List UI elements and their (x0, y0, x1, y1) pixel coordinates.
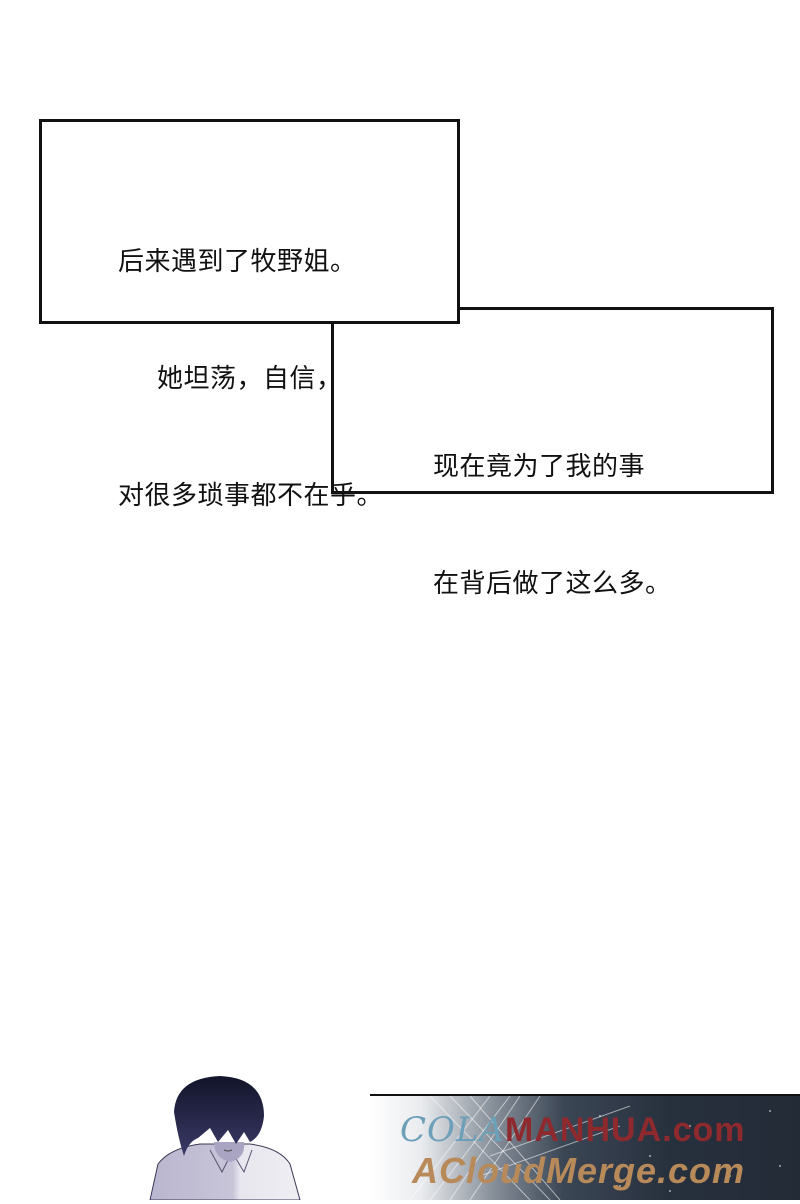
caption-box-1: 后来遇到了牧野姐。 她坦荡，自信， 对很多琐事都不在乎。 (39, 119, 460, 511)
caption-1-line-1: 后来遇到了牧野姐。 (118, 247, 357, 277)
caption-1-line-3: 对很多琐事都不在乎。 (118, 481, 384, 511)
bottom-panel: COLAMANHUA.com ACloudMerge.com (370, 1096, 800, 1200)
watermark-colamanhua: COLAMANHUA.com (400, 1110, 745, 1150)
caption-box-2: 现在竟为了我的事 在背后做了这么多。 (331, 307, 774, 599)
caption-2-line-2: 在背后做了这么多。 (433, 569, 672, 599)
watermark-acloudmerge: ACloudMerge.com (412, 1150, 746, 1191)
character-illustration (140, 1072, 320, 1201)
caption-text-1: 后来遇到了牧野姐。 她坦荡，自信， 对很多琐事都不在乎。 (118, 165, 383, 594)
speed-lines-texture (409, 1096, 781, 1200)
caption-1-line-2: 她坦荡，自信， (157, 364, 343, 394)
watermark-manhua: MANHUA.com (505, 1111, 746, 1149)
caption-text-2: 现在竟为了我的事 在背后做了这么多。 (433, 370, 672, 682)
caption-2-line-1: 现在竟为了我的事 (433, 452, 646, 482)
bowed-head-character-icon (149, 1076, 301, 1201)
watermark-cola: COLA (400, 1110, 506, 1150)
